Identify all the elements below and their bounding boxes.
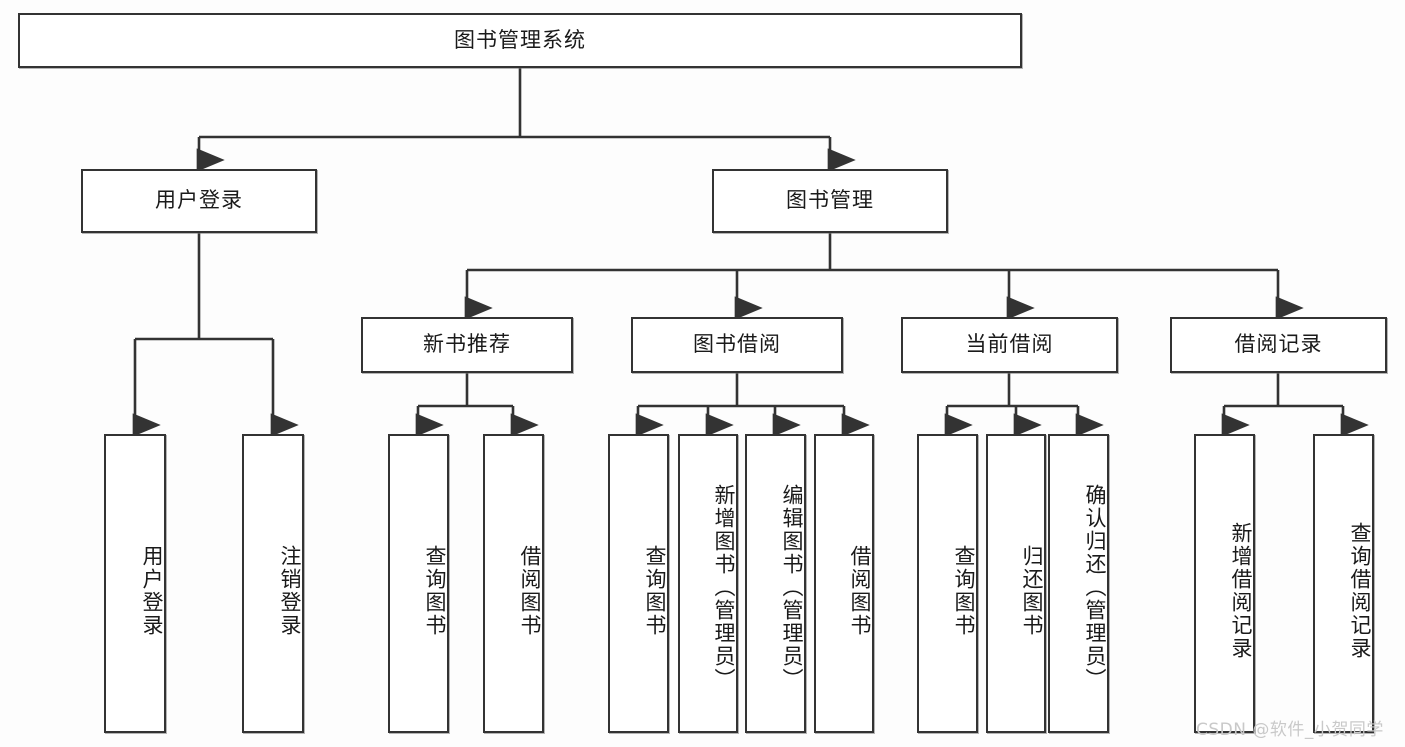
node-book-management[interactable]: 图书管理 (712, 169, 948, 233)
node-leaf-query-borrow-record[interactable]: 查询借阅记录 (1313, 434, 1374, 733)
node-leaf-add-borrow-record[interactable]: 新增借阅记录 (1194, 434, 1255, 733)
node-root-system[interactable]: 图书管理系统 (18, 13, 1022, 68)
node-leaf-query-book[interactable]: 查询图书 (608, 434, 669, 733)
node-leaf-edit-book-admin[interactable]: 编辑图书（管理员） (745, 434, 806, 733)
node-leaf-query-borrowed-book[interactable]: 查询图书 (917, 434, 978, 733)
node-leaf-borrow-book-recommend[interactable]: 借阅图书 (483, 434, 544, 733)
node-leaf-confirm-return-admin[interactable]: 确认归还（管理员） (1048, 434, 1109, 733)
node-leaf-logout[interactable]: 注销登录 (242, 434, 304, 733)
node-borrow-record[interactable]: 借阅记录 (1170, 317, 1387, 373)
node-leaf-return-book[interactable]: 归还图书 (986, 434, 1046, 733)
node-leaf-add-book-admin[interactable]: 新增图书（管理员） (678, 434, 738, 733)
node-leaf-query-book-recommend[interactable]: 查询图书 (388, 434, 449, 733)
node-new-book-recommend[interactable]: 新书推荐 (361, 317, 573, 373)
node-user-login[interactable]: 用户登录 (81, 169, 317, 233)
node-leaf-borrow-book[interactable]: 借阅图书 (814, 434, 874, 733)
node-leaf-user-login[interactable]: 用户登录 (104, 434, 166, 733)
connector-lines (132, 68, 1369, 437)
node-current-borrow[interactable]: 当前借阅 (901, 317, 1118, 373)
node-book-borrow[interactable]: 图书借阅 (631, 317, 843, 373)
csdn-watermark: CSDN @软件_小贺同学 (1196, 720, 1384, 740)
